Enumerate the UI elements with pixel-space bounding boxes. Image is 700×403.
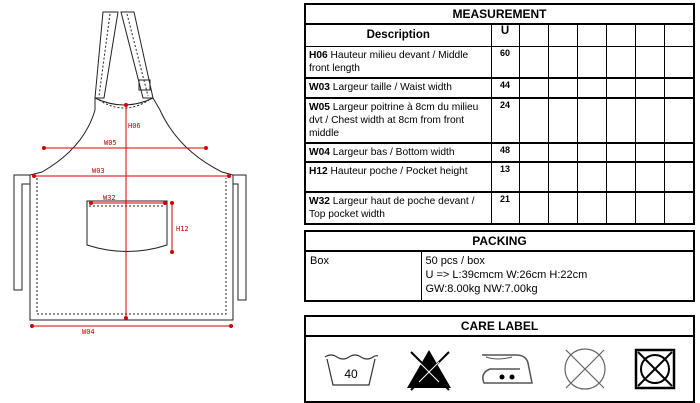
packing-line: 50 pcs / box bbox=[425, 255, 485, 267]
front-pocket bbox=[86, 200, 168, 252]
unit-header: U bbox=[490, 23, 520, 47]
wash-40-icon: 40 bbox=[324, 354, 379, 386]
packing-title: PACKING bbox=[304, 230, 695, 252]
no-tumble-dry-icon bbox=[634, 348, 676, 390]
dim-label-w32: W32 bbox=[103, 194, 116, 202]
measurement-row-description: W04 Largeur bas / Bottom width bbox=[304, 142, 492, 163]
waist-tie-left bbox=[13, 174, 30, 291]
measurement-row-description: W32 Largeur haut de poche devant / Top p… bbox=[304, 191, 492, 224]
no-bleach-icon bbox=[406, 350, 451, 391]
strap-buckle bbox=[138, 79, 151, 91]
measurement-row-description: H06 Hauteur milieu devant / Middle front… bbox=[304, 45, 492, 79]
dim-label-w04: W04 bbox=[82, 328, 95, 336]
wash-temperature: 40 bbox=[344, 367, 358, 381]
measurement-title: MEASUREMENT bbox=[304, 3, 695, 25]
packing-details: 50 pcs / box U => L:39cmcm W:26cm H:22cm… bbox=[420, 250, 695, 302]
apron-technical-drawing: H06 W05 W03 W32 H12 W04 bbox=[13, 11, 247, 336]
apron-body-outline bbox=[29, 97, 234, 321]
packing-line: GW:8.00kg NW:7.00kg bbox=[425, 283, 538, 295]
packing-line: U => L:39cmcm W:26cm H:22cm bbox=[425, 269, 588, 281]
neck-strap bbox=[94, 11, 119, 99]
measurement-row-description: W03 Largeur taille / Waist width bbox=[304, 77, 492, 99]
description-header: Description bbox=[304, 23, 492, 47]
measurement-row-value: 21 bbox=[490, 191, 520, 224]
packing-table: PACKING Box 50 pcs / box U => L:39cmcm W… bbox=[304, 230, 695, 302]
dim-label-h12: H12 bbox=[176, 225, 189, 233]
measurement-row-value: 24 bbox=[490, 97, 520, 144]
measurement-row-description: H12 Hauteur poche / Pocket height bbox=[304, 161, 492, 193]
measurement-row-value: 48 bbox=[490, 142, 520, 163]
iron-medium-icon bbox=[482, 354, 534, 384]
measurement-table: MEASUREMENT Description U H06 Hauteur mi… bbox=[304, 3, 695, 225]
packing-label: Box bbox=[304, 250, 422, 302]
dim-label-w05: W05 bbox=[104, 139, 117, 147]
waist-tie-right bbox=[233, 174, 247, 301]
measurement-row-value: 13 bbox=[490, 161, 520, 193]
measurement-row-value: 60 bbox=[490, 45, 520, 79]
measurement-row-value: 44 bbox=[490, 77, 520, 99]
dim-label-w03: W03 bbox=[92, 167, 105, 175]
care-label-title: CARE LABEL bbox=[304, 315, 695, 337]
care-label-table: CARE LABEL 40 bbox=[304, 315, 695, 403]
measurement-row-description: W05 Largeur poitrine à 8cm du milieu dvt… bbox=[304, 97, 492, 144]
no-dryclean-icon bbox=[564, 348, 606, 390]
neck-strap-right bbox=[120, 11, 154, 99]
dim-label-h06: H06 bbox=[128, 122, 141, 130]
